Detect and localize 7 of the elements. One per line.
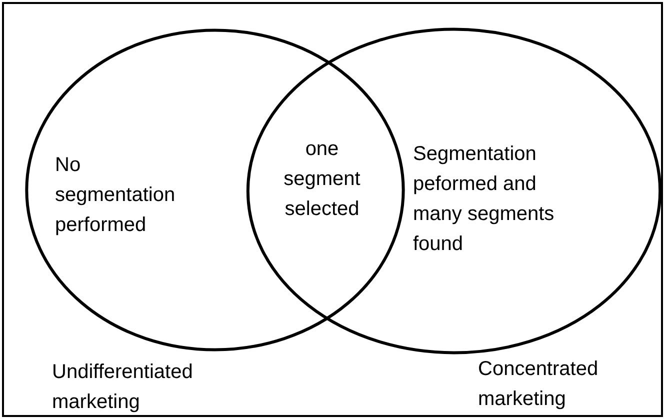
- circle-label: Segmentation peformed and many segments found: [413, 142, 556, 257]
- set-circle: [24, 28, 406, 352]
- overlap-label: one segment selected: [282, 137, 362, 222]
- strategy-label: Undifferentiated marketing: [52, 360, 194, 415]
- set-circle: [245, 27, 663, 355]
- circle-label: No segmentation performed: [55, 153, 176, 238]
- strategy-label: Concentrated marketing: [478, 357, 600, 412]
